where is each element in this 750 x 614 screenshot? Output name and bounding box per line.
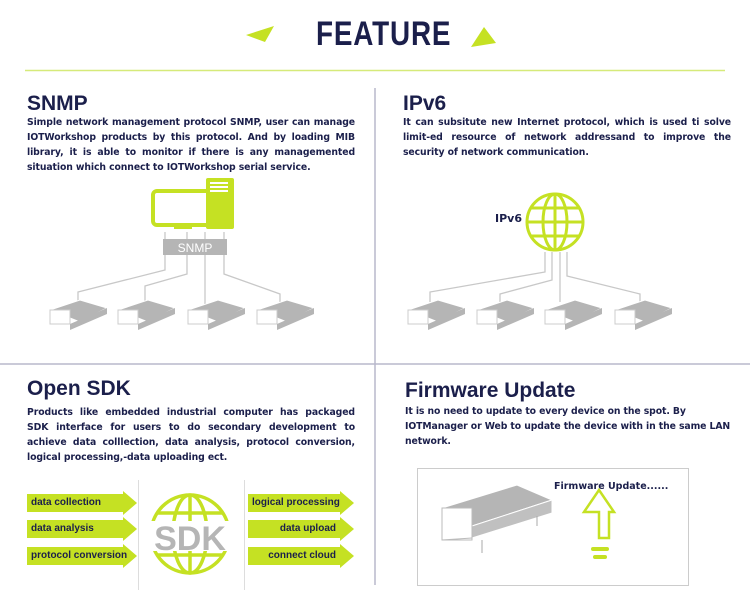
ipv6-description: It can subsitute new Internet protocol, … bbox=[403, 117, 731, 158]
sdk-feature-arrow: connect cloud bbox=[248, 544, 354, 568]
snmp-diagram: SNMP bbox=[48, 178, 316, 330]
sdk-feature-arrow: logical processing bbox=[248, 491, 354, 515]
sdk-logo-panel bbox=[138, 480, 245, 590]
ipv6-diagram-label: IPv6 bbox=[495, 212, 522, 225]
sdk-feature-data-collection: data collection bbox=[31, 497, 102, 508]
sdk-description: Products like embedded industrial comput… bbox=[27, 407, 355, 463]
snmp-label-box bbox=[163, 239, 227, 255]
sdk-feature-arrow: data upload bbox=[248, 517, 354, 541]
ipv6-title: IPv6 bbox=[403, 92, 447, 115]
firmware-diagram bbox=[440, 484, 617, 559]
device-icons bbox=[406, 299, 674, 330]
page-title: FEATURE bbox=[316, 15, 452, 53]
sdk-feature-connect-cloud: connect cloud bbox=[268, 550, 336, 561]
sdk-feature-arrow: data collection bbox=[27, 491, 137, 515]
sdk-logo-text: SDK bbox=[154, 520, 226, 558]
left-triangle-decoration bbox=[246, 26, 274, 42]
upload-arrow-icon bbox=[581, 487, 617, 559]
firmware-panel bbox=[417, 468, 689, 586]
sdk-title: Open SDK bbox=[27, 377, 131, 400]
snmp-diagram-label: SNMP bbox=[178, 241, 213, 255]
device-icon bbox=[440, 484, 554, 553]
snmp-description: Simple network management protocol SNMP,… bbox=[27, 117, 355, 173]
sdk-feature-data-analysis: data analysis bbox=[31, 523, 94, 534]
device-icons bbox=[48, 299, 316, 330]
sdk-feature-logical-processing: logical processing bbox=[252, 497, 340, 508]
sdk-feature-arrow: protocol conversion bbox=[27, 544, 137, 568]
sdk-feature-arrow: data analysis bbox=[27, 517, 137, 541]
sdk-logo: SDK bbox=[146, 493, 236, 575]
firmware-panel-label: Firmware Update...... bbox=[554, 481, 669, 492]
computer-icon bbox=[151, 178, 234, 229]
right-triangle-decoration bbox=[471, 27, 496, 47]
sdk-feature-data-upload: data upload bbox=[279, 523, 336, 534]
snmp-title: SNMP bbox=[27, 92, 88, 115]
firmware-title: Firmware Update bbox=[405, 379, 576, 402]
firmware-description: It is no need to update to every device … bbox=[405, 406, 731, 447]
ipv6-diagram: IPv6 bbox=[406, 192, 674, 330]
globe-icon bbox=[525, 192, 585, 252]
sdk-feature-protocol-conversion: protocol conversion bbox=[31, 550, 128, 561]
